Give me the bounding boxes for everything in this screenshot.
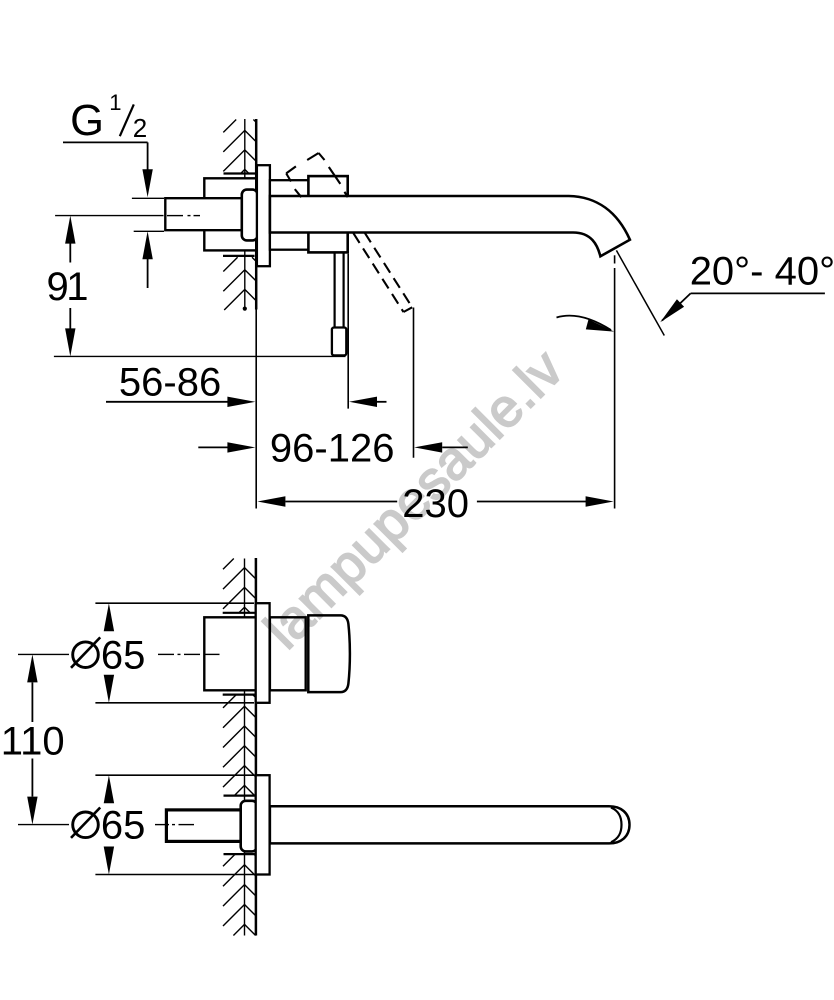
svg-text:20°- 40°: 20°- 40° <box>690 250 834 294</box>
svg-text:230: 230 <box>402 482 469 526</box>
svg-text:65: 65 <box>101 804 145 848</box>
svg-text:G: G <box>70 97 104 145</box>
svg-text:96-126: 96-126 <box>270 426 395 470</box>
svg-text:2: 2 <box>133 113 147 143</box>
svg-text:56-86: 56-86 <box>119 361 221 405</box>
svg-text:1: 1 <box>109 90 121 115</box>
svg-text:65: 65 <box>101 633 145 677</box>
svg-text:110: 110 <box>1 720 65 764</box>
svg-text:91: 91 <box>47 265 88 309</box>
